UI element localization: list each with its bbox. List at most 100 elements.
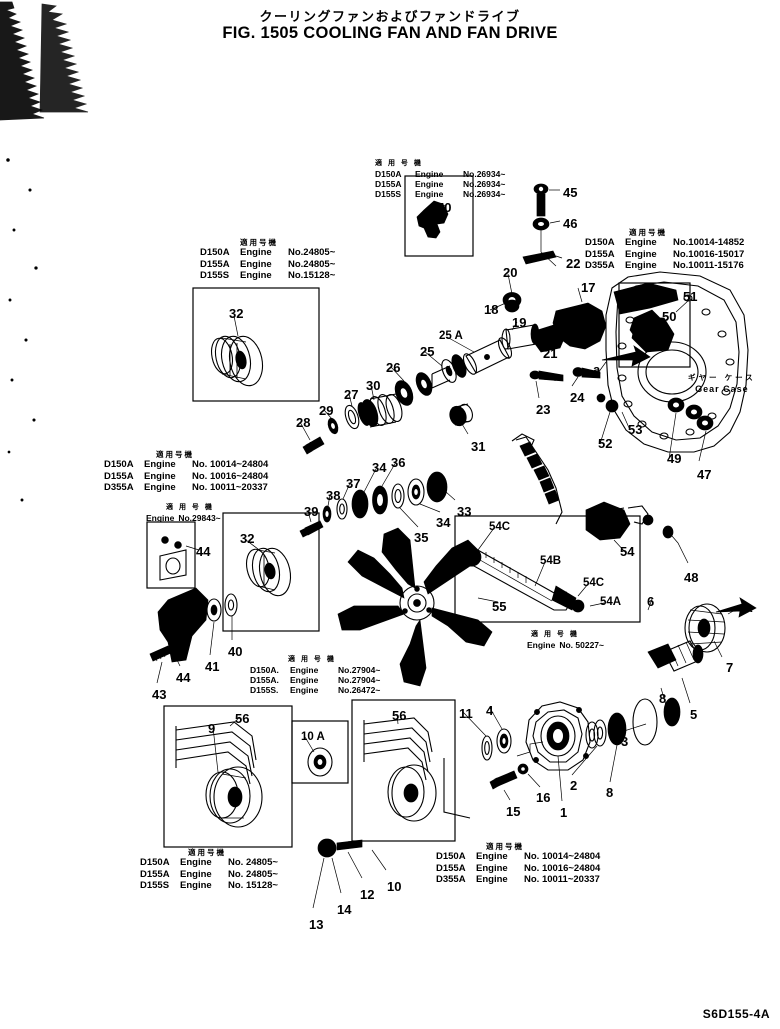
callout-19: 19	[512, 315, 527, 330]
part-17-support	[552, 302, 607, 350]
callout-16: 16	[536, 790, 551, 805]
annotation-jp-heading: 適用号機	[240, 238, 278, 247]
part-28-bolt	[302, 436, 325, 455]
callout-30: 30	[366, 378, 381, 393]
figure-en-title: FIG. 1505 COOLING FAN AND FAN DRIVE	[222, 24, 558, 42]
callout-54b: 54B	[540, 555, 562, 567]
part-34-ring-a	[407, 478, 425, 506]
gear-case-jp: ギヤー ケース	[688, 373, 756, 382]
callout-54a: 54A	[600, 596, 622, 608]
leader-54	[613, 539, 627, 554]
callout-52: 52	[598, 436, 613, 451]
part-48-pin	[662, 525, 674, 539]
callout-22: 22	[566, 256, 581, 271]
leader-11-frame	[443, 758, 471, 819]
leader-13	[312, 857, 325, 909]
leader-50b	[655, 317, 669, 329]
callout-44: 44	[196, 544, 211, 559]
callout-54c: 54C	[489, 521, 511, 533]
callout-11: 11	[459, 706, 473, 721]
callout-25a: 25 A	[439, 330, 463, 342]
callout-32: 32	[229, 306, 244, 321]
part-2-seal	[585, 719, 607, 749]
callout-18: 18	[484, 302, 499, 317]
part-50-bracket	[416, 200, 449, 239]
callout-54: 54	[620, 544, 635, 559]
part-30-seal-stack	[357, 393, 403, 428]
callout-55: 55	[492, 599, 507, 614]
callout-20: 20	[503, 265, 518, 280]
callout-13: 13	[309, 917, 324, 932]
leader-1-bracket	[516, 741, 544, 757]
callout-34: 34	[372, 460, 387, 475]
leader-10b	[371, 849, 387, 871]
callout-43: 43	[152, 687, 167, 702]
part-16-washer	[517, 763, 529, 775]
part-45-bolt	[533, 183, 549, 217]
figure-jp-title: クーリングファンおよびファンドライブ	[259, 9, 521, 24]
arrow-a-right	[715, 597, 757, 618]
callout-44: 44	[176, 670, 191, 685]
part-36-bearing	[372, 485, 388, 515]
callout-5: 5	[690, 707, 698, 722]
callout-47: 47	[697, 467, 712, 482]
part-4-washer	[496, 728, 512, 754]
scan-edge-artifact	[0, 1, 89, 502]
callout-46: 46	[563, 216, 578, 231]
part-39-bolt	[299, 520, 324, 538]
part-35-ring	[391, 483, 405, 509]
detail-box-50	[404, 175, 474, 257]
part-15-bolt	[489, 770, 518, 790]
part-8-bearing-a	[607, 712, 627, 746]
callout-28: 28	[296, 415, 311, 430]
callout-50: 50	[662, 309, 677, 324]
callout-9: 9	[208, 721, 216, 736]
callout-1: 1	[560, 805, 568, 820]
callout-14: 14	[337, 902, 352, 917]
part-23-bolt	[529, 370, 564, 382]
callout-45: 45	[563, 185, 578, 200]
callout-34: 34	[436, 515, 451, 530]
callout-41: 41	[205, 659, 220, 674]
detail-box-32-upper	[192, 287, 320, 402]
callout-15: 15	[506, 804, 521, 819]
leader-53	[621, 411, 631, 431]
part-21-clamp	[532, 322, 567, 353]
callout-54c: 54C	[583, 577, 605, 589]
part-7-gear	[684, 603, 726, 653]
part-43-bracket	[149, 587, 209, 663]
part-40-bushing	[224, 593, 238, 617]
part-41-washer	[206, 598, 222, 622]
callout-39: 39	[304, 504, 319, 519]
detail-box-44	[146, 521, 196, 589]
callout-27: 27	[344, 387, 359, 402]
callout-33: 33	[457, 504, 472, 519]
annotation-jp-heading: 適 用 号 機	[375, 160, 423, 167]
part-gear-case	[596, 271, 749, 453]
leader-48	[671, 535, 689, 564]
callout-8: 8	[659, 691, 667, 706]
annotation-jp-heading: 適 用 号 機	[531, 631, 579, 638]
callout-32: 32	[240, 531, 255, 546]
callout-25: 25	[420, 344, 435, 359]
part-10a-bearing	[307, 747, 333, 777]
callout-31: 31	[471, 439, 486, 454]
part-33-bearing	[426, 471, 448, 503]
callout-51: 51	[683, 289, 698, 304]
callout-35: 35	[414, 530, 429, 545]
annotation-jp-heading: 適用号機	[629, 228, 667, 237]
callout-4: 4	[486, 703, 494, 718]
callout-10: 10	[387, 879, 402, 894]
callout-50: 50	[437, 200, 452, 215]
callout-56: 56	[392, 708, 407, 723]
gear-case-label: ギヤー ケース Gear Case	[688, 373, 756, 395]
detail-box-32-lower	[222, 512, 320, 632]
annotation-jp-heading: 適用号機	[156, 450, 194, 459]
